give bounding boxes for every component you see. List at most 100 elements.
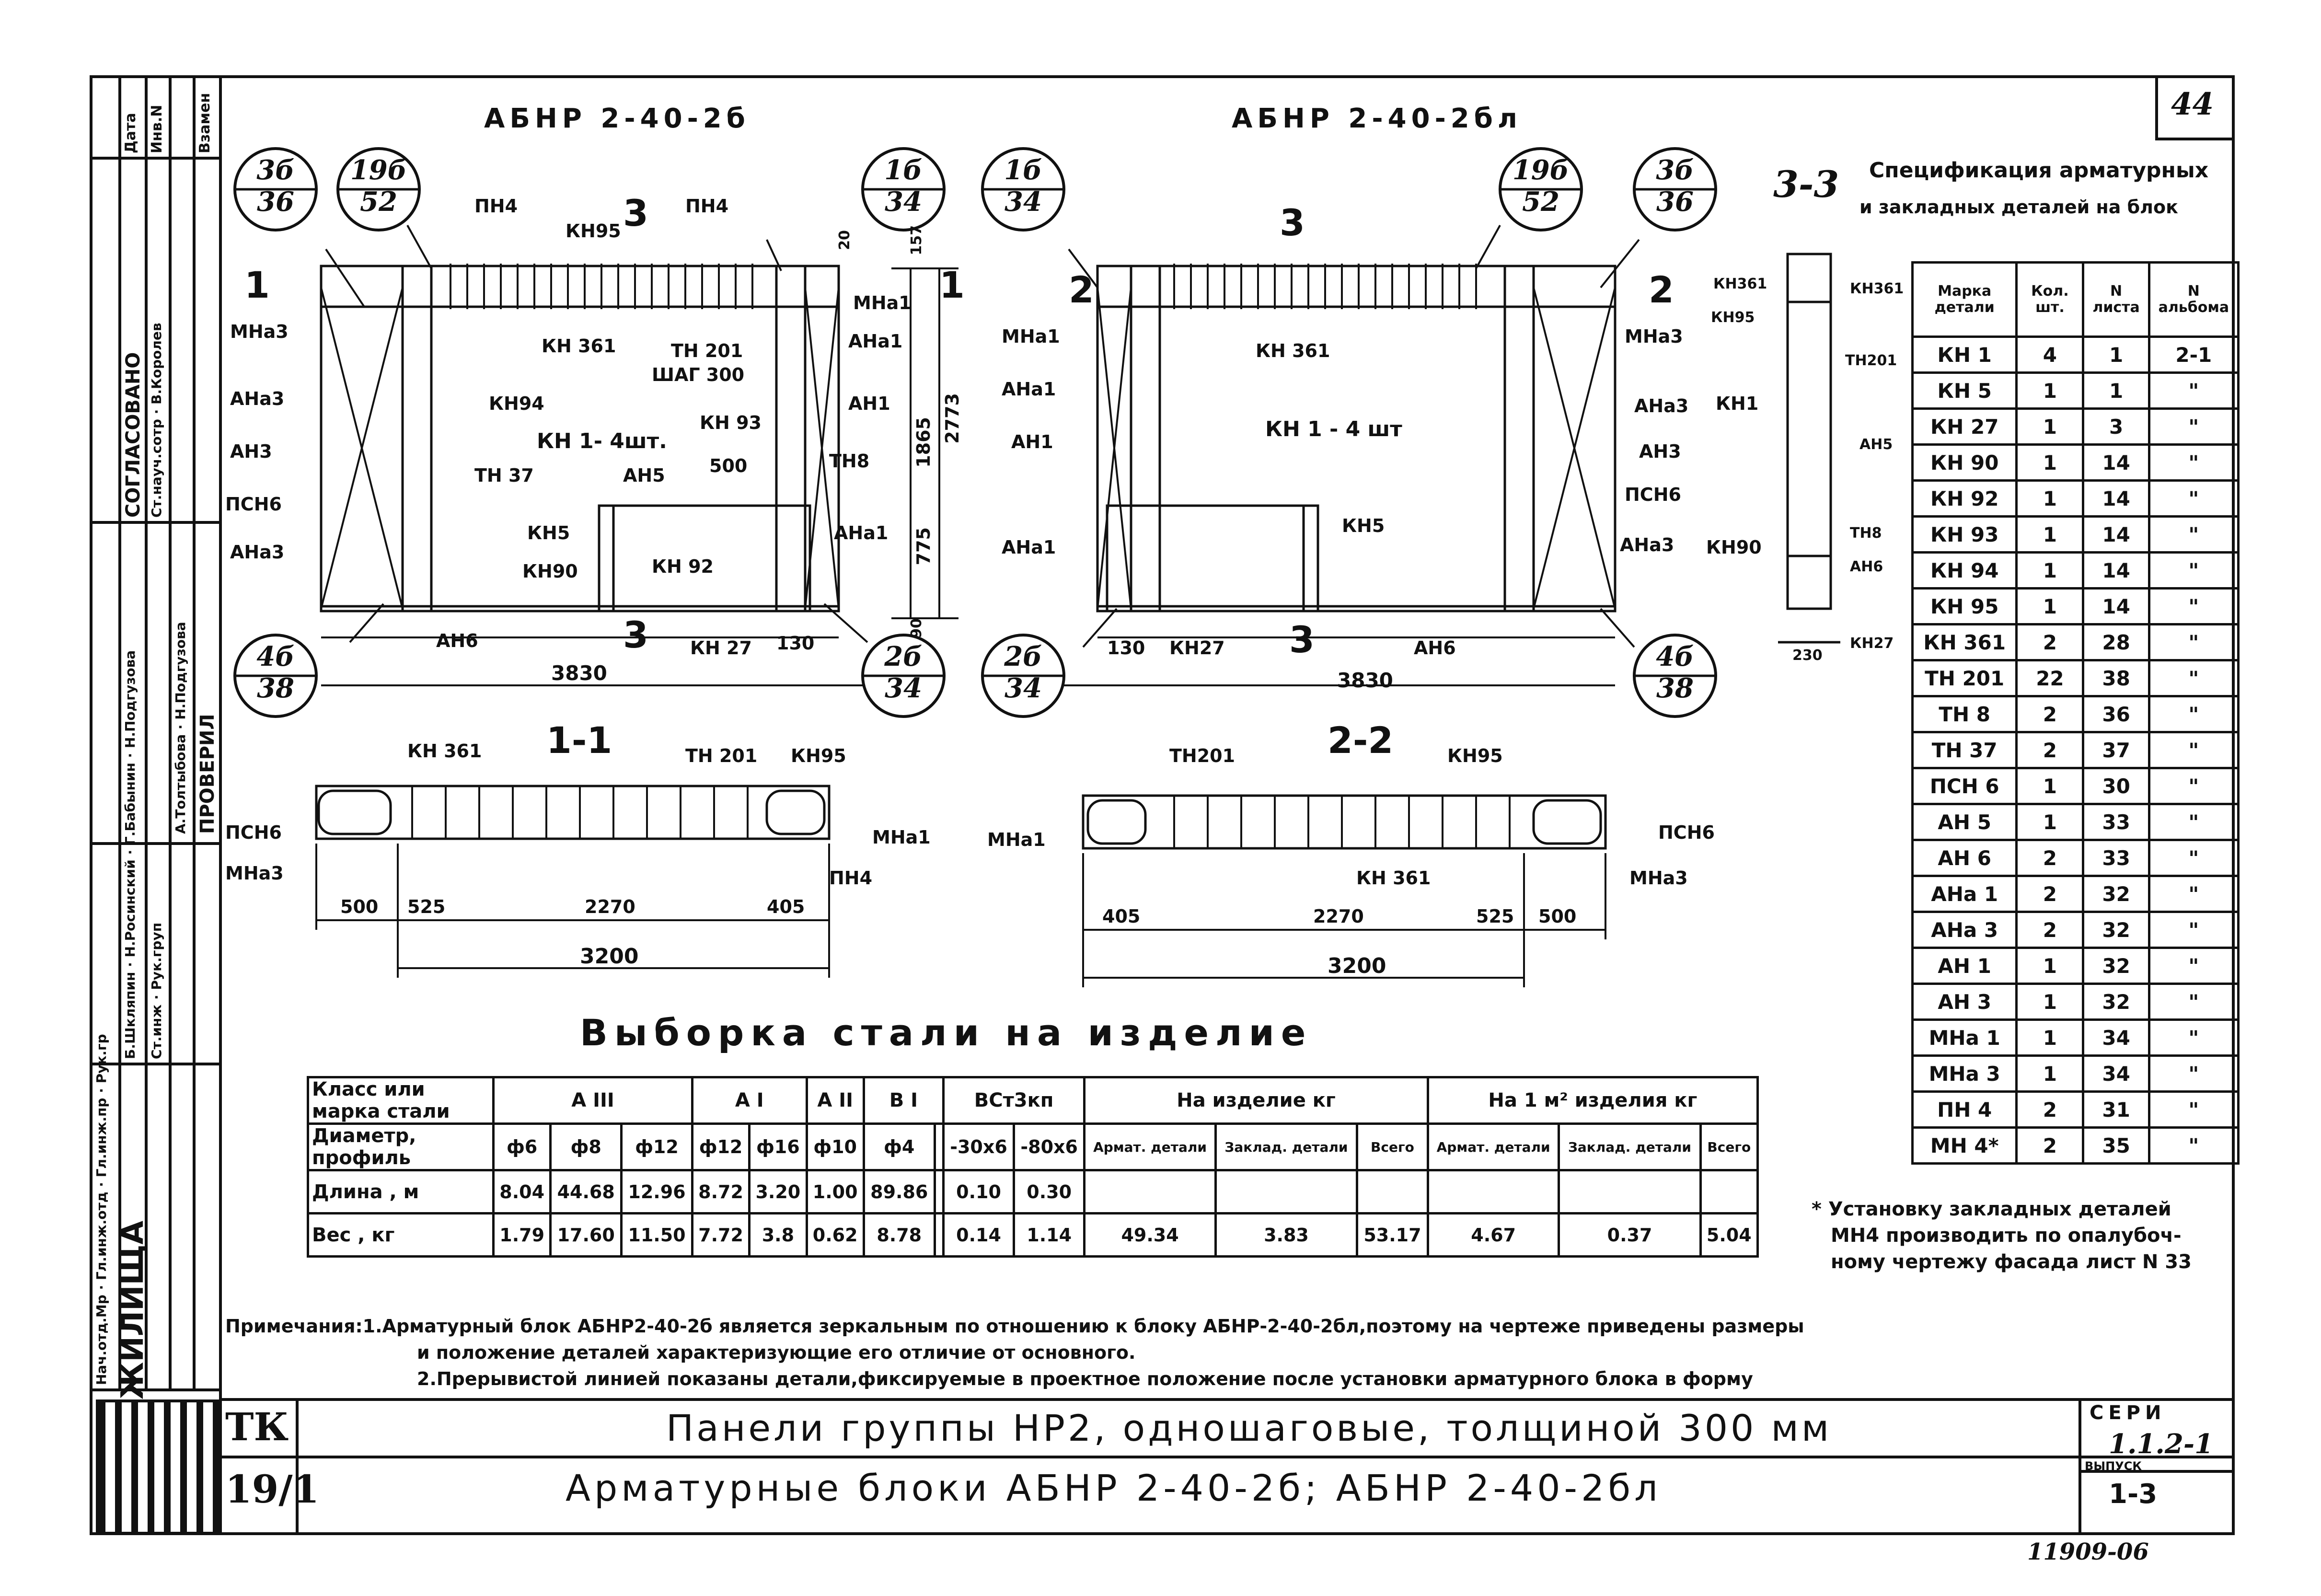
spec-cell-sheet: 36 — [2082, 695, 2150, 733]
lbl-s33-kn361a: КН361 — [1713, 276, 1767, 292]
lbl-right-an6: АН6 — [1414, 637, 1456, 659]
spec-cell-mark: МНа 3 — [1911, 1054, 2018, 1093]
lbl-left-tn8: ТН8 — [829, 451, 870, 472]
lbl-left-d500: 500 — [709, 455, 748, 476]
lbl-left-tn201: ТН 201 — [671, 340, 743, 361]
lbl-s22-d2270: 2270 — [1313, 906, 1364, 927]
spec-cell-mark: КН 1 — [1911, 335, 2018, 374]
org-logo — [96, 1399, 221, 1535]
steel-weight-cell: 11.50 — [620, 1212, 693, 1258]
note-line-3: 2.Прерывистой линией показаны детали,фик… — [417, 1368, 1753, 1389]
spec-cell-mark: МН 4* — [1911, 1126, 2018, 1165]
view-right-title: АБНР 2-40-2бл — [1232, 103, 1522, 134]
spec-cell-sheet: 14 — [2082, 587, 2150, 625]
steel-diameter-label: Диаметр, профиль — [307, 1122, 495, 1171]
lbl-left-d3830: 3830 — [551, 661, 607, 685]
lbl-right-ana3: АНа3 — [1634, 395, 1689, 416]
lbl-left-d130: 130 — [776, 633, 815, 654]
spec-cell-album: " — [2148, 551, 2240, 590]
spec-cell-qty: 1 — [2015, 479, 2085, 518]
steel-length-cell-total — [1426, 1169, 1560, 1214]
sidebar-head-date: Дата — [122, 113, 139, 153]
steel-class-vst3kp: ВСт3кп — [942, 1076, 1086, 1125]
lbl-left-an1: АН1 — [848, 393, 890, 414]
lbl-left-kn27: КН 27 — [690, 637, 752, 659]
note-line-2: и положение деталей характеризующие его … — [417, 1342, 1136, 1363]
steel-diameter-cell-total: Армат. детали — [1426, 1122, 1560, 1171]
spec-cell-mark: КН 94 — [1911, 551, 2018, 590]
steel-length-cell: 0.10 — [942, 1169, 1016, 1214]
spec-cell-mark: КН 361 — [1911, 623, 2018, 661]
spec-cell-sheet: 14 — [2082, 479, 2150, 518]
lbl-right-psn6: ПСН6 — [1625, 484, 1681, 505]
spec-cell-mark: АНа 3 — [1911, 911, 2018, 949]
spec-cell-album: " — [2148, 1126, 2240, 1165]
lbl-right-ana1: АНа1 — [1002, 379, 1056, 400]
lbl-left-pn4a: ПН4 — [474, 196, 518, 217]
spec-cell-album: " — [2148, 623, 2240, 661]
steel-length-cell: 8.04 — [492, 1169, 552, 1214]
spec-cell-album: " — [2148, 515, 2240, 554]
spec-cell-mark: КН 95 — [1911, 587, 2018, 625]
spec-footnote-3: ному чертежу фасада лист N 33 — [1831, 1251, 2192, 1273]
lbl-left-mna3: МНа3 — [230, 321, 289, 342]
lbl-s22-kn361: КН 361 — [1356, 867, 1431, 889]
lbl-left-kn361: КН 361 — [542, 335, 616, 357]
bottom-title-2: Арматурные блоки АБНР 2-40-2б; АБНР 2-40… — [566, 1467, 1662, 1509]
lbl-s11-kn361: КН 361 — [407, 740, 482, 762]
steel-diameter-cell: -30х6 — [942, 1122, 1016, 1171]
spec-cell-mark: ТН 8 — [1911, 695, 2018, 733]
lbl-left-kn5: КН5 — [527, 522, 570, 544]
lbl-s33-kn90: КН90 — [1706, 537, 1762, 558]
steel-diameter-cell-total: Заклад. детали — [1558, 1122, 1702, 1171]
spec-cell-mark: КН 93 — [1911, 515, 2018, 554]
steel-weight-cell — [933, 1212, 945, 1258]
steel-per-m2: На 1 м² изделия кг — [1426, 1076, 1759, 1125]
lbl-left-kn92: КН 92 — [652, 556, 714, 577]
lbl-right-kn27: КН27 — [1169, 637, 1225, 659]
steel-class-a1: А I — [691, 1076, 808, 1125]
lbl-right-an3: АН3 — [1639, 441, 1681, 462]
stamp-number: 19/1 — [225, 1467, 320, 1512]
spec-cell-sheet: 14 — [2082, 443, 2150, 482]
spec-cell-album: " — [2148, 983, 2240, 1021]
spec-cell-qty: 1 — [2015, 407, 2085, 446]
page-number: 44 — [2171, 86, 2214, 122]
spec-cell-qty: 1 — [2015, 803, 2085, 841]
spec-footnote-1: * Установку закладных деталей — [1812, 1198, 2171, 1220]
section-2-2-title: 2-2 — [1328, 719, 1394, 762]
spec-cell-album: " — [2148, 911, 2240, 949]
steel-length-cell-total — [1356, 1169, 1429, 1214]
lbl-right-kn361: КН 361 — [1256, 340, 1330, 361]
lbl-s33-kn1: КН1 — [1716, 393, 1759, 414]
steel-diameter-cell: ф12 — [691, 1122, 751, 1171]
spec-cell-qty: 1 — [2015, 1018, 2085, 1057]
lbl-left-an6: АН6 — [436, 630, 478, 651]
spec-cell-sheet: 37 — [2082, 731, 2150, 769]
spec-cell-album: " — [2148, 947, 2240, 985]
spec-cell-qty: 1 — [2015, 587, 2085, 625]
sidebar-col4: А.Толтыбова · Н.Подгузова — [173, 622, 188, 834]
org-name: ЖИЛИЩА — [115, 1221, 150, 1399]
steel-weight-cell-total: 5.04 — [1699, 1212, 1759, 1258]
spec-cell-mark: ТН 37 — [1911, 731, 2018, 769]
spec-cell-qty: 2 — [2015, 875, 2085, 913]
lbl-left-d1865: 1865 — [913, 417, 934, 468]
spec-cell-album: " — [2148, 875, 2240, 913]
lbl-s11-d3200: 3200 — [580, 944, 639, 969]
section-mark-2-right: 2 — [1649, 268, 1674, 311]
lbl-right-kn5: КН5 — [1342, 515, 1385, 536]
series-value: 1.1.2-1 — [2109, 1428, 2214, 1460]
spec-cell-album: " — [2148, 695, 2240, 733]
lbl-s22-d405: 405 — [1102, 906, 1141, 927]
sidebar-head-replace: Взамен — [196, 93, 213, 153]
